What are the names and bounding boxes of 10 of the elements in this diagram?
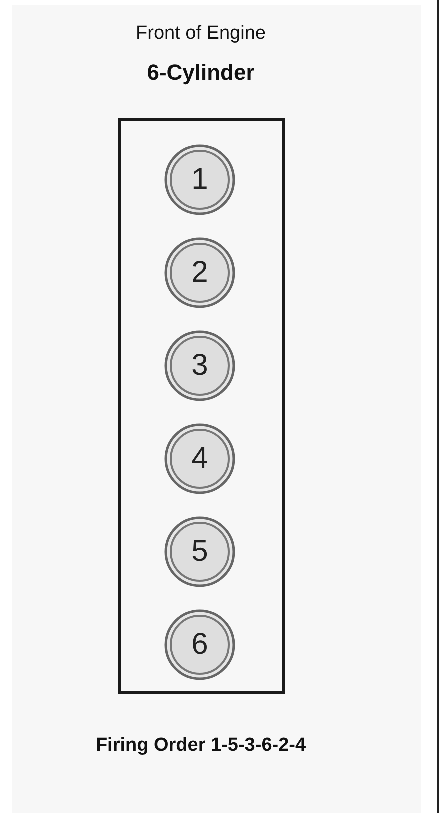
cylinder-circle: 1: [164, 144, 236, 216]
engine-block-outline: [118, 118, 285, 694]
cylinder-circle: 3: [164, 330, 236, 402]
cylinder-circle: 6: [164, 609, 236, 681]
orientation-label: Front of Engine: [136, 23, 266, 45]
diagram-title: 6-Cylinder: [147, 60, 255, 86]
cylinder-circle: 2: [164, 237, 236, 309]
cylinder-circle: 5: [164, 516, 236, 588]
cylinder-circle: 4: [164, 423, 236, 495]
firing-order-label: Firing Order 1-5-3-6-2-4: [96, 735, 306, 757]
